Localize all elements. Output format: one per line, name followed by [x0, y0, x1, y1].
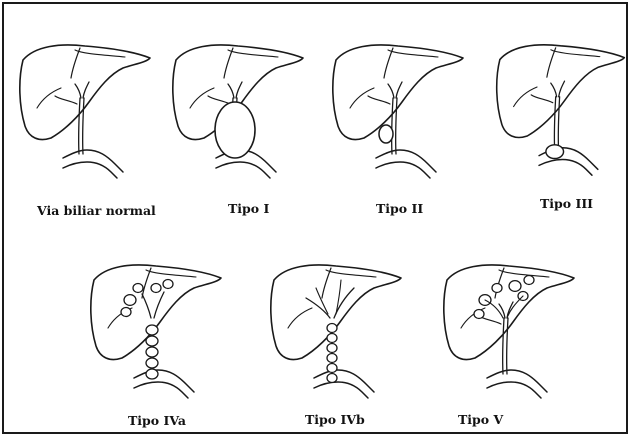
- liver-hilum-curve: [37, 88, 61, 108]
- extrahepatic-cyst: [327, 344, 337, 353]
- panel-tipo-2: [333, 45, 463, 178]
- panel-tipo-4b: [271, 265, 401, 398]
- liver-upper-contour: [146, 270, 196, 277]
- duodenum-outer: [487, 370, 547, 392]
- duodenum-inner: [216, 162, 270, 178]
- duodenum-outer: [314, 370, 374, 392]
- label-tipo-iva: Tipo IVa: [128, 413, 186, 428]
- right-hepatic-duct: [551, 83, 557, 97]
- choledochocele-cyst: [546, 145, 564, 159]
- cystic-duct: [208, 96, 230, 104]
- right-hepatic-duct: [388, 84, 394, 98]
- fusiform-cyst: [215, 102, 255, 158]
- intrahepatic-cyst: [163, 280, 173, 289]
- liver-upper-contour: [551, 50, 600, 57]
- cystic-duct: [55, 96, 77, 104]
- extrahepatic-cyst: [146, 336, 158, 346]
- liver-fissure-line: [384, 48, 393, 78]
- liver-upper-contour: [228, 50, 278, 57]
- extrahepatic-cyst: [327, 364, 337, 373]
- intrahepatic-cyst: [133, 284, 143, 293]
- label-tipo-v: Tipo V: [458, 412, 503, 427]
- duodenum-inner: [539, 160, 592, 176]
- bile-duct-right-wall: [507, 318, 508, 374]
- intrahepatic-cyst: [474, 310, 484, 319]
- duodenum-outer: [376, 150, 436, 172]
- right-hepatic-duct: [306, 298, 330, 318]
- right-hepatic-duct: [228, 84, 234, 98]
- label-tipo-iii: Tipo III: [540, 196, 593, 211]
- left-hepatic-duct: [559, 81, 565, 97]
- liver-hilum-curve: [288, 308, 312, 328]
- extrahepatic-cyst: [146, 369, 158, 379]
- left-hepatic-duct: [334, 288, 354, 318]
- intrahepatic-cyst: [121, 308, 131, 317]
- liver-fissure-line: [71, 48, 80, 78]
- panel-normal: [20, 45, 150, 178]
- intrahepatic-cyst: [492, 284, 502, 293]
- extrahepatic-cyst: [327, 374, 337, 383]
- right-hepatic-duct: [75, 84, 81, 98]
- extrahepatic-cyst: [327, 334, 337, 343]
- panel-tipo-4a: [91, 265, 221, 398]
- panel-tipo-3: [497, 45, 625, 175]
- extrahepatic-cyst: [327, 324, 337, 333]
- left-hepatic-duct: [396, 82, 402, 98]
- liver-upper-contour: [75, 50, 125, 57]
- label-via-biliar-normal: Via biliar normal: [37, 203, 156, 218]
- bile-duct-left-wall: [79, 98, 80, 154]
- liver-hilum-curve: [350, 88, 374, 108]
- cystic-duct: [531, 95, 553, 103]
- intrahepatic-cyst: [124, 295, 136, 306]
- liver-upper-contour: [388, 50, 438, 57]
- intrahepatic-cyst: [524, 276, 534, 285]
- intrahepatic-cyst: [509, 281, 521, 292]
- right-hepatic-duct: [142, 294, 151, 318]
- duodenum-inner: [63, 162, 117, 178]
- panel-tipo-5: [444, 265, 574, 398]
- diverticulum-cyst: [379, 125, 393, 143]
- left-hepatic-duct: [154, 292, 164, 318]
- liver-fissure-line: [547, 48, 556, 77]
- label-tipo-i: Tipo I: [228, 201, 269, 216]
- bile-duct-right-wall: [83, 98, 84, 154]
- left-hepatic-duct: [83, 82, 89, 98]
- duodenum-outer: [134, 370, 194, 392]
- panel-tipo-1: [173, 45, 303, 178]
- left-hepatic-duct: [236, 82, 242, 98]
- liver-hilum-curve: [514, 87, 538, 107]
- liver-upper-contour: [326, 270, 376, 277]
- liver-fissure-line: [142, 268, 151, 298]
- duodenum-inner: [487, 382, 541, 398]
- bile-duct-left-wall: [554, 97, 555, 152]
- duodenum-inner: [134, 382, 188, 398]
- intrahepatic-cyst: [151, 284, 161, 293]
- duodenum-outer: [63, 150, 123, 172]
- extrahepatic-cyst: [146, 347, 158, 357]
- liver-upper-contour: [499, 270, 549, 277]
- bile-duct-left-wall: [392, 98, 393, 154]
- cystic-duct: [368, 96, 390, 104]
- bile-duct-right-wall: [396, 98, 397, 154]
- bile-duct-right-wall: [558, 97, 559, 152]
- duodenum-inner: [376, 162, 430, 178]
- liver-fissure-line: [322, 268, 331, 298]
- duodenum-inner: [314, 382, 368, 398]
- bile-duct-left-wall: [503, 318, 504, 374]
- extrahepatic-cyst: [146, 358, 158, 368]
- liver-fissure-line: [224, 48, 233, 78]
- extrahepatic-cyst: [327, 354, 337, 363]
- liver-hilum-curve: [190, 88, 214, 108]
- label-tipo-ivb: Tipo IVb: [305, 412, 365, 427]
- label-tipo-ii: Tipo II: [376, 201, 423, 216]
- extrahepatic-cyst: [146, 325, 158, 335]
